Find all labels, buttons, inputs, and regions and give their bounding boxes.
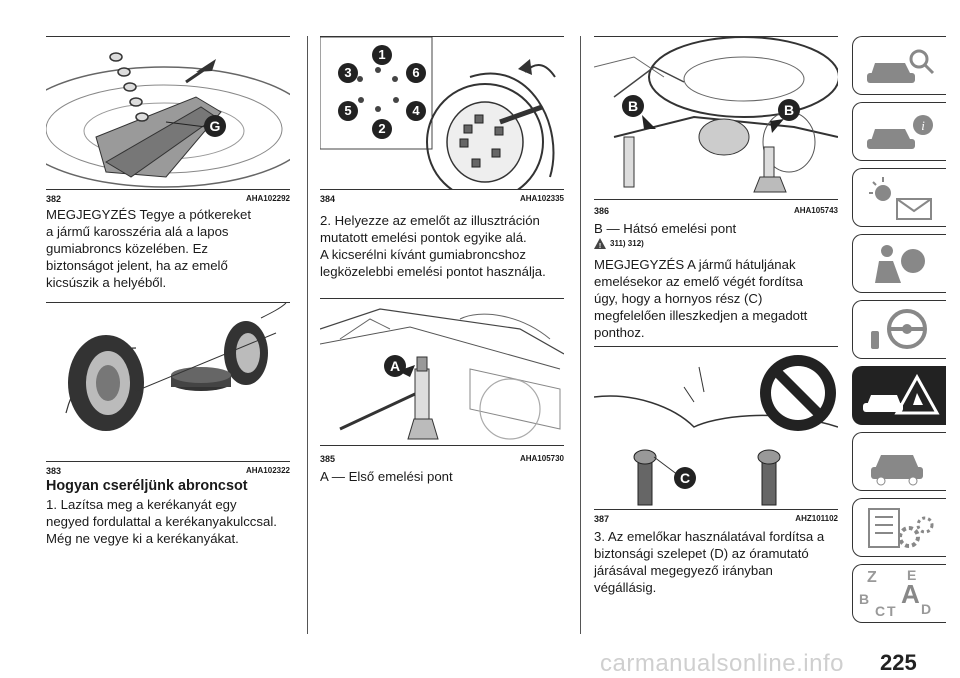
- warning-refs: ! 311) 312): [594, 238, 644, 249]
- tab-emergency[interactable]: [852, 366, 946, 425]
- index-letter-d: D: [921, 601, 932, 617]
- column-divider: [580, 36, 581, 634]
- figure-383-caption: 383 AHA102322: [46, 466, 290, 476]
- figure-code: AHA102335: [519, 194, 564, 203]
- figure-384-caption: 384 AHA102335: [320, 194, 564, 204]
- figure-382: G: [46, 36, 290, 190]
- step-1: 1. Lazítsa meg a kerékanyát egy negyed f…: [46, 497, 277, 546]
- note-spare-tire: MEGJEGYZÉS Tegye a pótkereket a jármű ka…: [46, 207, 251, 290]
- figure-code: AHA105743: [793, 206, 838, 215]
- airbag-icon: [875, 245, 925, 283]
- svg-text:i: i: [921, 118, 925, 133]
- figure-number: 385: [320, 454, 336, 464]
- tab-specs[interactable]: [852, 498, 946, 557]
- step-2: 2. Helyezze az emelőt az illusztráción m…: [320, 213, 546, 279]
- lug-nut-2: 2: [372, 119, 392, 139]
- figure-code: AHA105730: [519, 454, 564, 463]
- figure-385-caption: 385 AHA105730: [320, 454, 564, 464]
- warning-lights-icon: [869, 177, 932, 220]
- note-rear-lift: MEGJEGYZÉS A jármű hátuljának emelésekor…: [594, 257, 808, 340]
- figure-383: [46, 302, 290, 462]
- figure-384: 1 6 4 2 5 3: [320, 36, 564, 190]
- car-search-icon: [867, 49, 935, 83]
- lug-nut-1: 1: [372, 45, 392, 65]
- lug-nut-3: 3: [338, 63, 358, 83]
- tab-car-info[interactable]: i: [852, 102, 946, 161]
- figure-number: 384: [320, 194, 336, 204]
- front-lift-point-caption: A — Első emelési pont: [320, 469, 453, 484]
- tab-steering-wheel[interactable]: [852, 300, 946, 359]
- tab-index[interactable]: Z E B A C T D: [852, 564, 946, 623]
- step-3: 3. Az emelőkar használatával fordítsa a …: [594, 529, 825, 595]
- index-letter-c: C: [875, 603, 886, 619]
- figure-code: AHZ101102: [795, 514, 838, 523]
- svg-text:!: !: [599, 243, 601, 249]
- tab-airbag[interactable]: [852, 234, 946, 293]
- figure-number: 386: [594, 206, 610, 216]
- index-letter-t: T: [887, 603, 896, 619]
- specs-icon: [868, 508, 934, 548]
- watermark: carmanualsonline.info: [600, 650, 844, 677]
- figure-386: B B: [594, 36, 838, 200]
- index-letter-a: A: [901, 579, 920, 609]
- figure-386-caption: 386 AHA105743: [594, 206, 838, 216]
- figure-382-caption: 382 AHA102292: [46, 194, 290, 204]
- callout-a: A: [384, 355, 406, 377]
- column-divider: [307, 36, 308, 634]
- section-heading: Hogyan cseréljünk abroncsot: [46, 478, 248, 494]
- index-letter-z: Z: [867, 569, 877, 586]
- index-letter-e: E: [907, 567, 917, 583]
- callout-b-left: B: [622, 95, 644, 117]
- page-number: 225: [880, 650, 917, 675]
- tab-car-search[interactable]: [852, 36, 946, 95]
- callout-c: C: [674, 467, 696, 489]
- warning-triangle-icon: !: [594, 238, 606, 249]
- rear-lift-point-caption: B — Hátsó emelési pont: [594, 221, 737, 236]
- lug-nut-6: 6: [406, 63, 426, 83]
- figure-387-caption: 387 AHZ101102: [594, 514, 838, 524]
- warning-ref-numbers: 311) 312): [610, 239, 644, 248]
- lug-nut-4: 4: [406, 101, 426, 121]
- index-letter-b: B: [859, 591, 870, 607]
- figure-code: AHA102322: [245, 466, 290, 475]
- callout-b-right: B: [778, 99, 800, 121]
- car-service-icon: [871, 455, 923, 486]
- callout-g: G: [204, 115, 226, 137]
- tab-car-service[interactable]: [852, 432, 946, 491]
- steering-wheel-icon: [871, 309, 927, 349]
- lug-nut-5: 5: [338, 101, 358, 121]
- car-info-icon: i: [867, 115, 933, 149]
- figure-385: A: [320, 298, 564, 446]
- figure-number: 387: [594, 514, 610, 524]
- figure-number: 383: [46, 466, 62, 476]
- emergency-icon: [863, 373, 940, 415]
- figure-387: C: [594, 346, 838, 510]
- tab-warning-lights[interactable]: [852, 168, 946, 227]
- figure-code: AHA102292: [245, 194, 290, 203]
- figure-number: 382: [46, 194, 62, 204]
